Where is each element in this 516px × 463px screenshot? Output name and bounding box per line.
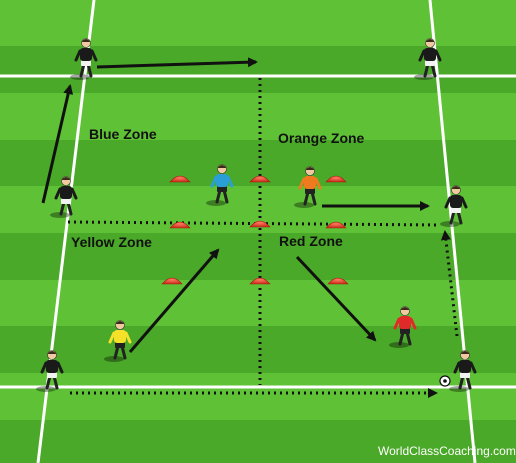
watermark: WorldClassCoaching.com: [378, 444, 516, 458]
grass-stripe: [0, 93, 516, 140]
cone-icon: [169, 221, 191, 229]
player-orange: [294, 166, 322, 208]
zone-label-yellow: Yellow Zone: [71, 234, 152, 250]
grass-stripe: [0, 280, 516, 326]
player-top-left: [70, 38, 98, 80]
grass-stripe: [0, 326, 516, 373]
players: [36, 38, 477, 392]
cone-icon: [249, 175, 271, 183]
arrow-red-diagonal: [295, 255, 377, 342]
arrow-yellow-diagonal: [128, 248, 220, 353]
movement-arrows: [41, 57, 430, 353]
cone-icon: [325, 175, 347, 183]
player-left-mid: [50, 176, 78, 218]
player-right-mid: [440, 185, 468, 227]
arrow-left-up: [41, 84, 74, 204]
player-bottom-left: [36, 350, 64, 392]
zone-label-red: Red Zone: [279, 233, 343, 249]
zone-label-orange: Orange Zone: [278, 130, 365, 146]
zone-label-blue: Blue Zone: [89, 126, 157, 142]
cone-icon: [327, 277, 349, 285]
cones: [161, 175, 349, 285]
soccer-ball-icon: [439, 375, 451, 387]
player-red: [389, 306, 417, 348]
player-bottom-right: [449, 350, 477, 392]
cone-icon: [249, 277, 271, 285]
cone-icon: [325, 221, 347, 229]
player-blue: [206, 164, 234, 206]
dotted-arrows: [70, 230, 459, 398]
arrow-top-pass: [96, 57, 258, 69]
player-yellow: [104, 320, 132, 362]
player-top-right: [414, 38, 442, 80]
grass-stripe: [0, 373, 516, 420]
cone-icon: [169, 175, 191, 183]
grass-stripe: [0, 0, 516, 46]
right-line: [428, 0, 477, 463]
cone-icon: [249, 220, 271, 228]
grass-stripe: [0, 233, 516, 280]
grass-stripe: [0, 420, 516, 463]
cone-icon: [161, 277, 183, 285]
